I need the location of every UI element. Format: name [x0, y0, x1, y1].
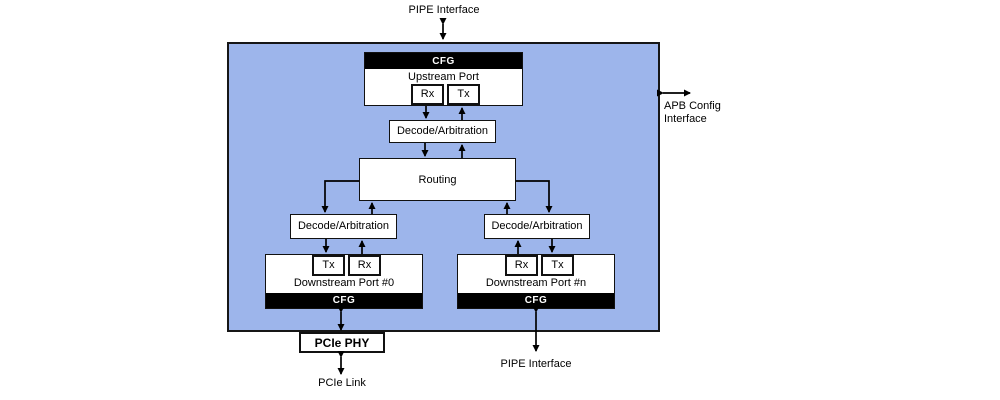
upstream-tx-box: Tx [447, 84, 480, 105]
downstream-n-tx-box: Tx [541, 255, 574, 276]
downstream-port-0-title: Downstream Port #0 [293, 277, 395, 289]
upstream-rx-box: Rx [411, 84, 444, 105]
apb-config-label-line2: Interface [664, 113, 707, 125]
decode-arbitration-right-title: Decode/Arbitration [491, 220, 583, 232]
apb-config-label-line1: APB Config [664, 100, 721, 112]
decode-arbitration-top-title: Decode/Arbitration [396, 125, 489, 137]
decode-arbitration-left-box: Decode/Arbitration [290, 214, 397, 239]
decode-arbitration-top-box: Decode/Arbitration [389, 120, 496, 143]
pcie-phy-box: PCIe PHY [299, 332, 385, 353]
pipe-interface-bottom-label: PIPE Interface [500, 358, 572, 370]
apb-config-interface-label: APB Config Interface [664, 100, 721, 126]
downstream-n-cfg-bar: CFG [458, 293, 614, 308]
pcie-link-label: PCIe Link [318, 377, 366, 389]
downstream-port-n-box: Rx Tx Downstream Port #n CFG [457, 254, 615, 309]
upstream-cfg-bar: CFG [365, 53, 522, 69]
downstream-port-n-title: Downstream Port #n [485, 277, 587, 289]
routing-box: Routing [359, 158, 516, 201]
downstream-port-0-box: Tx Rx Downstream Port #0 CFG [265, 254, 423, 309]
decode-arbitration-right-box: Decode/Arbitration [484, 214, 590, 239]
upstream-port-title: Upstream Port [408, 71, 479, 83]
downstream-0-rx-box: Rx [348, 255, 381, 276]
upstream-port-box: CFG Upstream Port Rx Tx [364, 52, 523, 106]
downstream-0-cfg-bar: CFG [266, 293, 422, 308]
downstream-n-rx-box: Rx [505, 255, 538, 276]
pipe-interface-top-label: PIPE Interface [408, 4, 480, 16]
downstream-0-tx-box: Tx [312, 255, 345, 276]
routing-title: Routing [418, 174, 457, 186]
decode-arbitration-left-title: Decode/Arbitration [297, 220, 390, 232]
